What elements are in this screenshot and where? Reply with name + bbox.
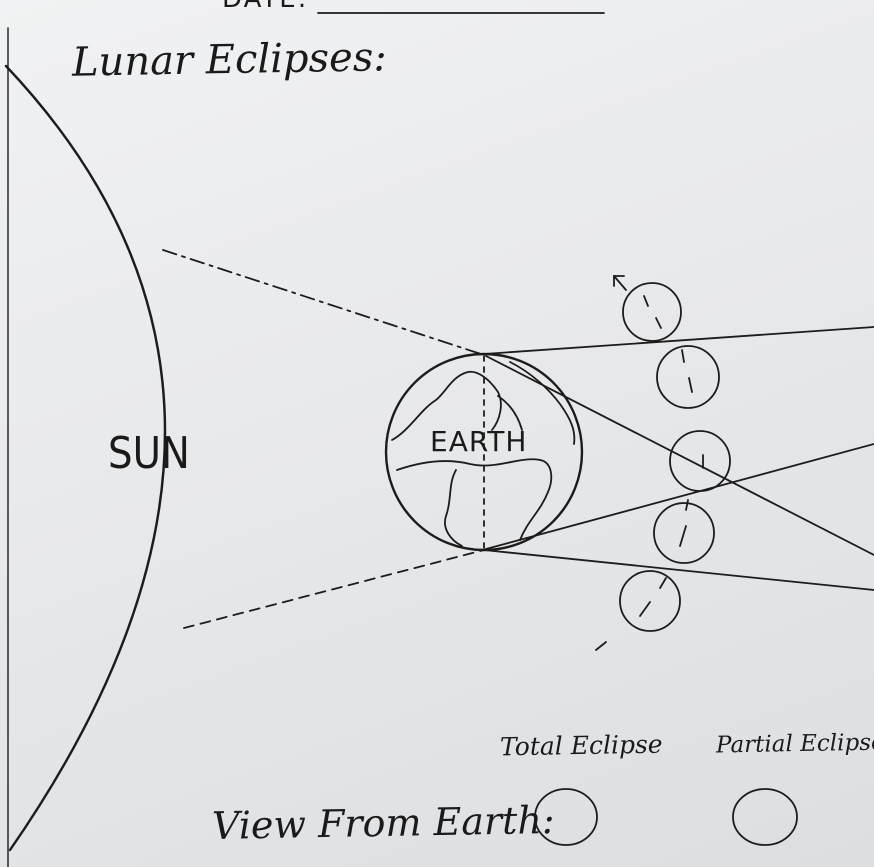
moon-position (619, 570, 681, 632)
partial-eclipse-answer-circle[interactable] (732, 788, 798, 846)
earth-globe (384, 352, 584, 552)
view-from-earth-label: View From Earth: (211, 798, 556, 848)
penumbra-line-top (162, 249, 485, 356)
date-label: DATE: (222, 0, 308, 12)
moon-position (656, 345, 720, 409)
shadow-line-top-cross (485, 355, 874, 556)
penumbra-line-bottom (183, 549, 485, 629)
total-eclipse-label: Total Eclipse (499, 729, 663, 762)
moon-position (653, 499, 715, 564)
moon-position (669, 430, 731, 492)
orbit-dash-bottom (595, 641, 607, 651)
total-eclipse-answer-circle[interactable] (534, 788, 598, 846)
shadow-line-bottom-outer (483, 549, 874, 591)
sun-label: SUN (108, 428, 190, 479)
partial-eclipse-label: Partial Eclipse (715, 729, 874, 759)
moon-position (622, 282, 682, 342)
shadow-line-top-outer (483, 326, 874, 355)
earth-label: EARTH (430, 425, 528, 458)
orbit-direction-arrow (613, 275, 627, 291)
shadow-line-bottom-cross (485, 443, 874, 550)
sun-arc (4, 64, 167, 852)
